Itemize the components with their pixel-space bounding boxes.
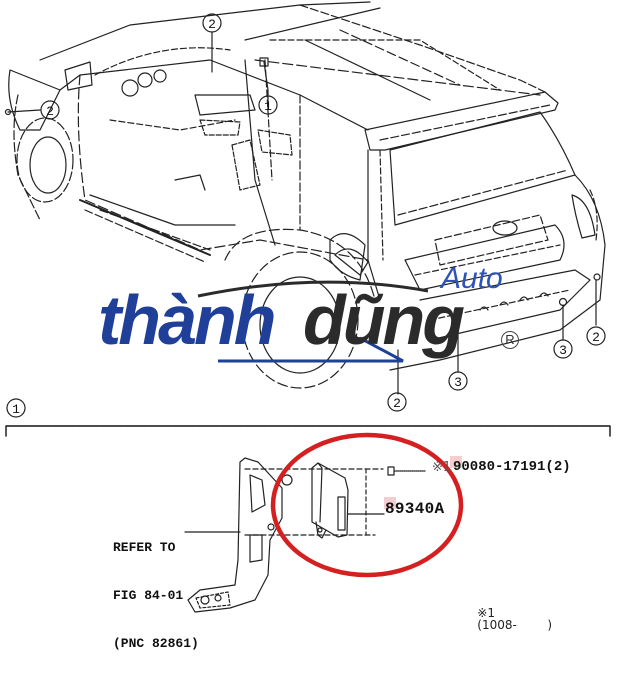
part-highlight-marker xyxy=(384,497,396,509)
footnote-text: (1008- ) xyxy=(477,618,553,632)
brand-name-thanh: thành xyxy=(98,281,277,359)
bolt-note-mark: ※1 xyxy=(432,460,452,475)
callout-3-bottom: 3 xyxy=(454,375,462,390)
callout-2-top: 2 xyxy=(208,17,216,32)
bolt-part-number[interactable]: 90080-17191(2) xyxy=(453,459,571,475)
refer-line-3: (PNC 82861) xyxy=(113,636,199,651)
refer-note: REFER TO FIG 84-01 (PNC 82861) xyxy=(113,508,199,684)
brand-suffix-auto: Auto xyxy=(441,262,503,295)
callout-3-right: 3 xyxy=(559,343,567,358)
refer-line-2[interactable]: FIG 84-01 xyxy=(113,588,184,603)
brand-watermark: thành dũng Auto R xyxy=(98,262,519,376)
vehicle-line-drawing: 2 1 2 2 3 3 2 1 xyxy=(4,1,611,613)
callout-2-bottom: 2 xyxy=(393,396,401,411)
callout-detail-1: 1 xyxy=(12,402,20,417)
callout-2-right: 2 xyxy=(592,330,600,345)
part-highlight-marker xyxy=(450,456,462,468)
brand-name-dung: dũng xyxy=(303,281,465,359)
callout-1-top: 1 xyxy=(264,99,272,114)
highlight-circle xyxy=(270,432,464,578)
footnote: ※1 (1008- ) xyxy=(462,595,552,643)
callout-2-left: 2 xyxy=(46,104,54,119)
registered-mark-icon: R xyxy=(501,331,519,349)
module-part-number[interactable]: 89340A xyxy=(385,500,445,518)
footnote-mark: ※1 xyxy=(477,606,495,620)
parts-diagram: 2 1 2 2 3 3 2 1 thành dũng Auto R ※1 900… xyxy=(4,1,611,651)
refer-line-1: REFER TO xyxy=(113,540,176,555)
